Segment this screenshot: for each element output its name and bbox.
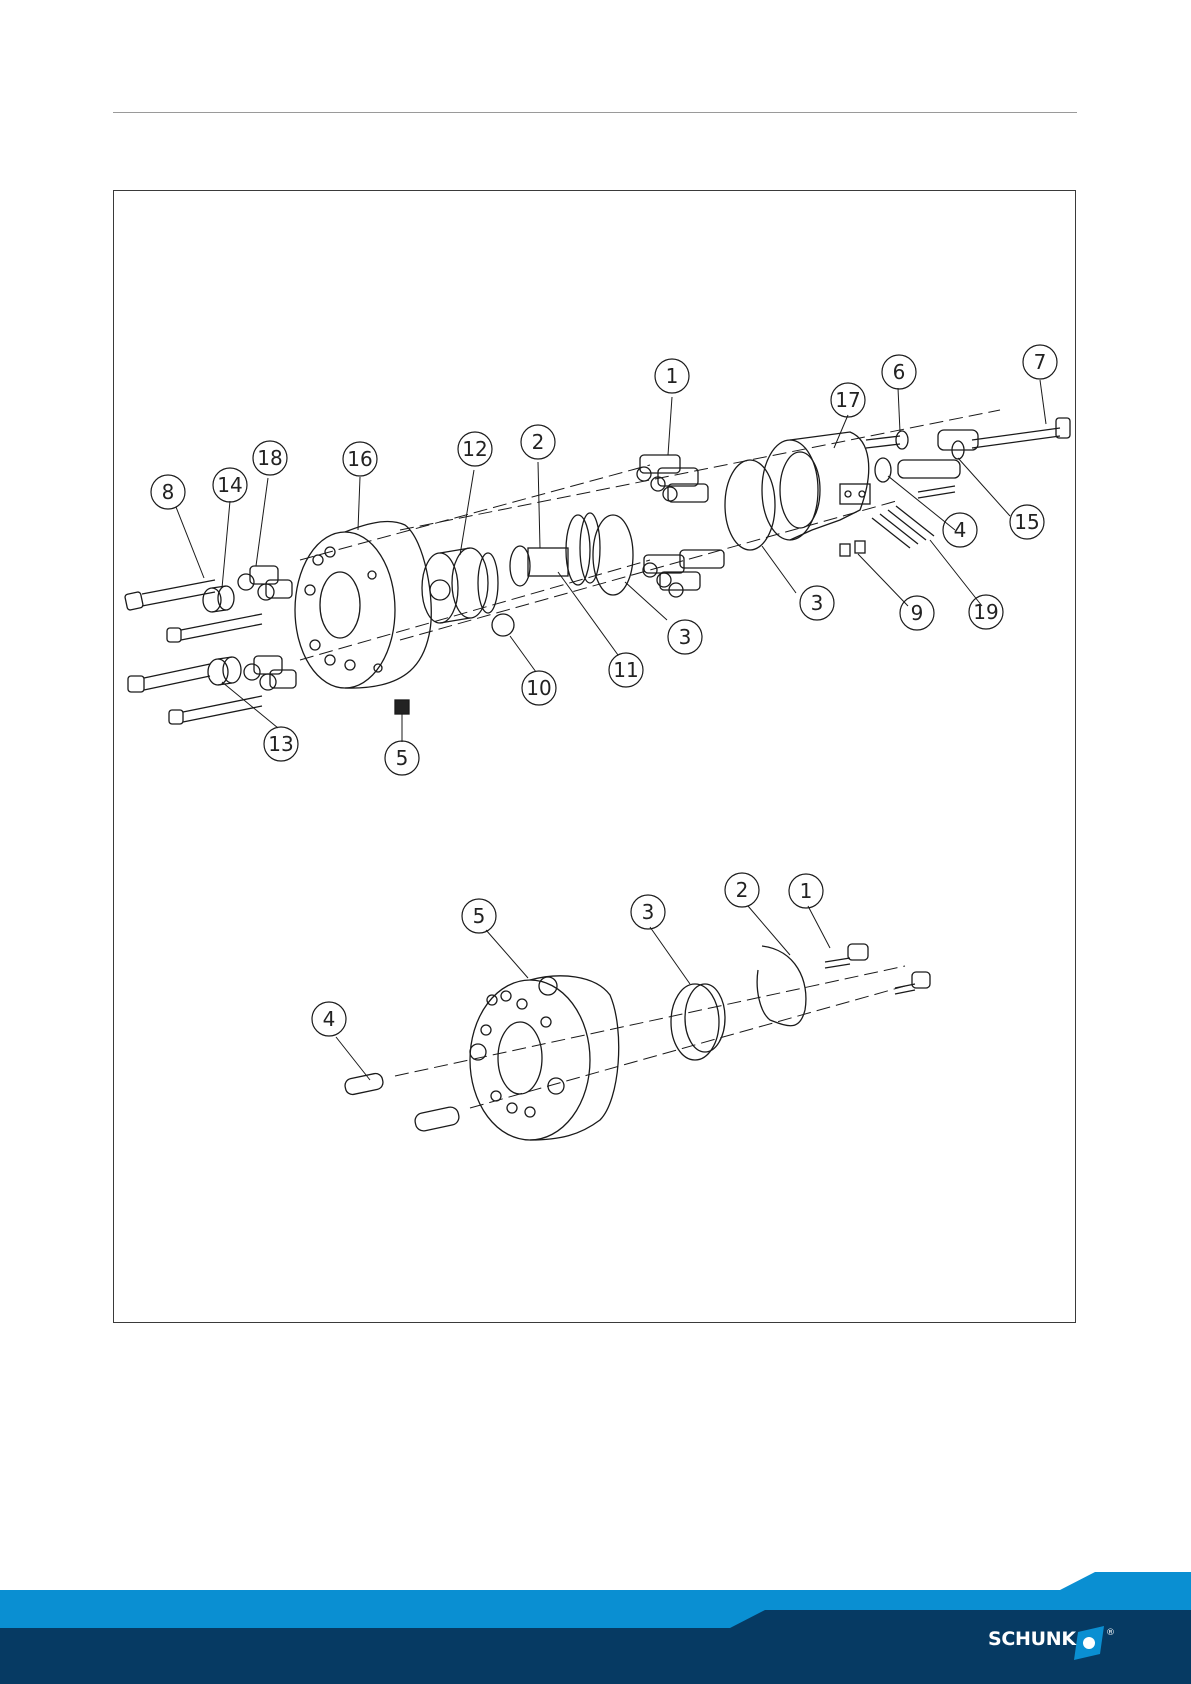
svg-text:10: 10 <box>526 676 551 700</box>
seal-4 <box>875 458 891 482</box>
screw-1b <box>895 972 930 994</box>
fitting-lower <box>244 656 296 690</box>
plugs-9 <box>840 541 865 556</box>
svg-text:14: 14 <box>217 473 242 497</box>
svg-text:13: 13 <box>268 732 293 756</box>
callout-1: 1 <box>655 359 689 393</box>
assembly-axis-lines-bottom <box>395 966 905 1108</box>
grub-screw-5 <box>395 700 409 714</box>
screw-lower-2 <box>169 696 262 724</box>
svg-text:19: 19 <box>973 600 998 624</box>
screw-6 <box>866 431 908 449</box>
callout-10: 10 <box>522 671 556 705</box>
pins-19 <box>872 506 934 548</box>
svg-text:11: 11 <box>613 658 638 682</box>
screw-lower-1 <box>128 664 210 692</box>
callout-11: 11 <box>609 653 643 687</box>
seal-ring-3 <box>593 515 633 595</box>
callout-19: 19 <box>969 595 1003 629</box>
svg-text:4: 4 <box>323 1007 336 1031</box>
svg-text:6: 6 <box>893 360 906 384</box>
callout-7: 7 <box>1023 345 1057 379</box>
svg-text:12: 12 <box>462 437 487 461</box>
seal-ring-3b <box>725 460 775 550</box>
screw-1a <box>825 944 868 968</box>
pin-4a <box>344 1072 384 1096</box>
callout-12: 12 <box>458 432 492 466</box>
svg-text:18: 18 <box>257 446 282 470</box>
screw-small <box>918 486 955 498</box>
leader-lines-bottom <box>336 906 830 1080</box>
piston-12 <box>422 548 498 623</box>
callout-9: 9 <box>900 596 934 630</box>
svg-text:16: 16 <box>347 447 372 471</box>
callout-18: 18 <box>253 441 287 475</box>
screw-upper-2 <box>167 614 262 642</box>
pin-4b <box>414 1106 461 1133</box>
bushing-14 <box>203 586 234 612</box>
svg-text:1: 1 <box>800 879 813 903</box>
fitting-18 <box>238 566 292 600</box>
base-body-5 <box>470 976 619 1140</box>
callout-17: 17 <box>831 383 865 417</box>
callout-5: 5 <box>385 741 419 775</box>
brand-name: SCHUNK <box>988 1628 1076 1650</box>
callout-3: 3 <box>800 586 834 620</box>
callout-2: 2 <box>521 425 555 459</box>
svg-text:4: 4 <box>954 518 967 542</box>
callout-8: 8 <box>151 475 185 509</box>
callout-bottom-1: 1 <box>789 874 823 908</box>
svg-text:3: 3 <box>642 900 655 924</box>
callout-6: 6 <box>882 355 916 389</box>
assembly-axis-lines <box>300 410 1000 660</box>
svg-text:9: 9 <box>911 601 924 625</box>
svg-text:3: 3 <box>811 591 824 615</box>
callout-bottom-4: 4 <box>312 1002 346 1036</box>
callout-16: 16 <box>343 442 377 476</box>
callout-13: 13 <box>264 727 298 761</box>
callout-4: 4 <box>943 513 977 547</box>
ring-3 <box>671 984 725 1060</box>
callout-bottom-3: 3 <box>631 895 665 929</box>
callout-bottom-5: 5 <box>462 899 496 933</box>
screw-7 <box>972 418 1070 448</box>
brand-logo: SCHUNK <box>988 1628 1076 1650</box>
housing-16 <box>295 521 431 688</box>
fittings-lower-right <box>643 550 724 597</box>
svg-text:2: 2 <box>736 878 749 902</box>
callout-14: 14 <box>213 468 247 502</box>
svg-text:3: 3 <box>679 625 692 649</box>
svg-text:5: 5 <box>473 904 486 928</box>
svg-text:1: 1 <box>666 364 679 388</box>
svg-text:15: 15 <box>1014 510 1039 534</box>
callout-15: 15 <box>1010 505 1044 539</box>
svg-text:7: 7 <box>1034 350 1047 374</box>
ball-10 <box>492 614 514 636</box>
svg-text:2: 2 <box>532 430 545 454</box>
retaining-ring-2 <box>757 946 806 1026</box>
bushings-15 <box>898 430 978 478</box>
svg-text:5: 5 <box>396 746 409 770</box>
bushing-13 <box>208 657 241 685</box>
screw-8 <box>125 580 215 610</box>
fittings-1 <box>637 455 708 502</box>
callout-3b: 3 <box>668 620 702 654</box>
piston-rod-2 <box>510 513 600 586</box>
registered-mark: ® <box>1106 1628 1115 1638</box>
svg-text:8: 8 <box>162 480 175 504</box>
callout-bottom-2: 2 <box>725 873 759 907</box>
svg-text:17: 17 <box>835 388 860 412</box>
